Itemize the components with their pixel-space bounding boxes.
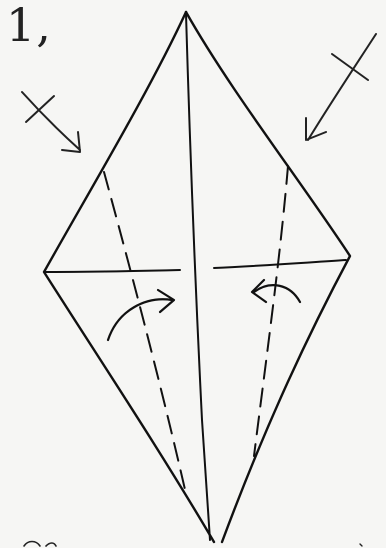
valley-fold-line-right (254, 166, 288, 456)
fold-arrow-right-head (252, 280, 266, 302)
fold-arrow-left-curve (108, 299, 172, 340)
center-crease-line (186, 14, 210, 540)
left-arrow-shaft (22, 92, 80, 150)
kite-outline (44, 12, 350, 542)
handwriting-stroke-2 (46, 543, 56, 546)
down-right-arrow-with-cross-mark-icon (22, 92, 80, 152)
handwriting-stroke-3 (360, 544, 362, 546)
curved-fold-arrow-right-icon (108, 290, 174, 340)
down-left-arrow-with-cross-mark-icon (306, 34, 376, 140)
horizontal-crease-right (214, 260, 346, 268)
right-cross-mark (332, 54, 368, 80)
kite-right-edge (186, 12, 350, 542)
valley-fold-line-left (104, 172, 186, 494)
right-arrow-shaft (308, 34, 376, 140)
handwriting-fragment-bottom (24, 542, 362, 547)
horizontal-crease-left (46, 270, 180, 272)
fold-arrow-left-head (158, 290, 174, 312)
handwriting-stroke-1 (24, 542, 40, 547)
